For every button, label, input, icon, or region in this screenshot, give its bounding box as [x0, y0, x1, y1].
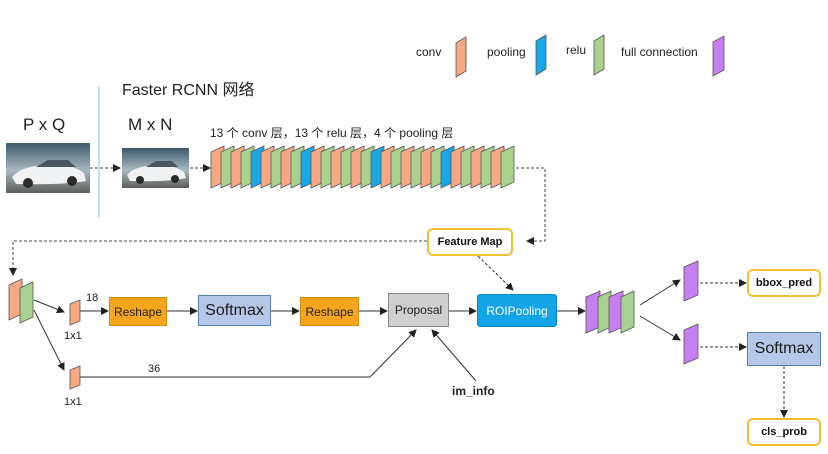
reg-channel-label: 36 [148, 363, 161, 375]
softmax-box-1: Softmax [198, 295, 271, 326]
bbox-pred-box: bbox_pred [747, 269, 821, 297]
cls-channel-label: 18 [86, 292, 99, 304]
input-image [6, 143, 90, 193]
arrow-featuremap-to-rpn [9, 240, 427, 276]
im-info-label: im_info [452, 384, 495, 398]
cls-1x1-conv [69, 299, 81, 326]
cls-prob-box: cls_prob [747, 418, 821, 446]
legend-conv-label: conv [416, 45, 442, 59]
resized-size-label: M x N [128, 115, 173, 134]
legend-relu-swatch [593, 34, 605, 76]
arrow-fc-to-bbox-branch [639, 279, 681, 306]
diagram-title: Faster RCNN 网络 [122, 82, 255, 99]
input-size-label: P x Q [23, 115, 66, 134]
bbox-fc-layer [683, 260, 699, 302]
legend-relu-label: relu [566, 43, 587, 57]
legend-fc-swatch [712, 35, 725, 77]
roipooling-box: ROIPooling [477, 294, 557, 327]
fc-relu-layer [620, 290, 635, 334]
arrow-rpn-to-reg-conv [33, 309, 65, 371]
kernel-size-bottom: 1x1 [64, 396, 82, 408]
rpn-relu-layer [19, 281, 34, 324]
arrow-reg-to-proposal [80, 329, 417, 378]
proposal-box: Proposal [388, 293, 449, 327]
kernel-size-top: 1x1 [64, 330, 82, 342]
arrow-featuremap-to-roipooling [477, 255, 514, 291]
backbone-description: 13 个 conv 层，13 个 relu 层，4 个 pooling 层 [210, 126, 454, 140]
resized-image [122, 148, 189, 188]
reshape-box-2: Reshape [300, 297, 359, 326]
feature-map-box: Feature Map [427, 228, 513, 256]
relu-layer [500, 145, 515, 189]
legend-fc-label: full connection [621, 45, 698, 59]
arrow-backbone-to-featuremap [516, 167, 546, 245]
legend-conv-swatch [455, 36, 467, 78]
legend-pooling-label: pooling [487, 45, 526, 59]
reshape-box-1: Reshape [109, 297, 167, 326]
reg-1x1-conv [69, 365, 81, 390]
cls-fc-layer [683, 323, 699, 365]
arrow-iminfo-to-proposal [431, 329, 477, 382]
legend-pooling-swatch [535, 34, 547, 76]
arrow-fc-to-cls-branch [639, 315, 681, 341]
softmax-box-2: Softmax [747, 332, 821, 366]
arrow-rpn-to-cls-conv [33, 299, 65, 314]
